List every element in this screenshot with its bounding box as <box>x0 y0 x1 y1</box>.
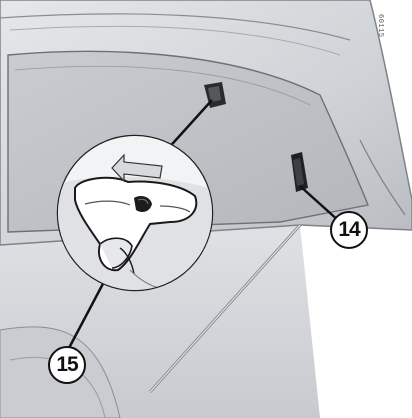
leader-line-14 <box>299 185 341 223</box>
detail-magnifier <box>56 134 214 292</box>
callout-15: 15 <box>48 346 86 384</box>
slide-direction-arrow-icon <box>111 153 163 183</box>
leader-line-detail <box>164 99 213 153</box>
figure-reference-code: 60115 <box>376 14 384 38</box>
callout-14: 14 <box>330 211 368 249</box>
handle-recess-icon <box>291 152 308 192</box>
